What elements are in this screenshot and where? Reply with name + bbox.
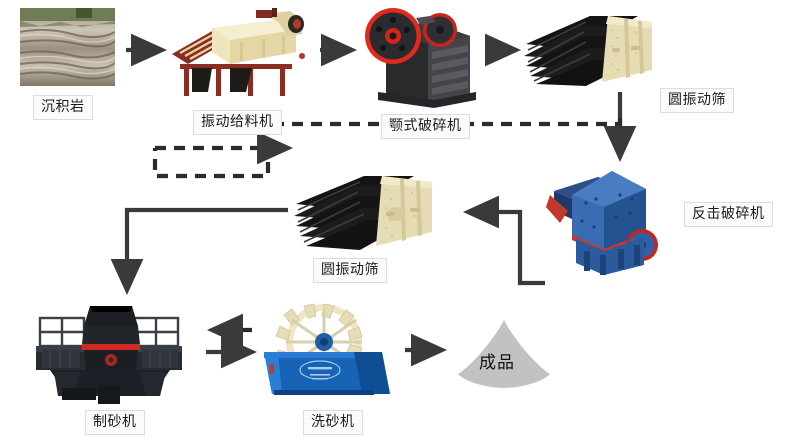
node-raw-material[interactable] xyxy=(20,8,115,86)
node-vibrating-screen-1[interactable] xyxy=(520,8,662,93)
connector-impact-to-screen2 xyxy=(462,195,545,286)
label-finished-product: 成品 xyxy=(479,353,515,373)
label-raw-material: 沉积岩 xyxy=(33,95,93,120)
node-vibrating-feeder[interactable] xyxy=(168,8,308,100)
node-sand-maker[interactable] xyxy=(28,300,190,404)
node-impact-crusher[interactable] xyxy=(542,165,674,277)
label-impact-crusher: 反击破碎机 xyxy=(684,202,773,227)
label-vibrating-screen-1: 圆振动筛 xyxy=(660,88,734,113)
label-vibrating-screen-2: 圆振动筛 xyxy=(313,258,387,283)
node-sand-washer[interactable] xyxy=(258,302,390,402)
label-jaw-crusher: 颚式破碎机 xyxy=(381,114,470,139)
node-jaw-crusher[interactable] xyxy=(358,2,480,108)
node-finished-product[interactable] xyxy=(450,318,558,390)
label-sand-maker: 制砂机 xyxy=(85,410,145,435)
label-sand-washer: 洗砂机 xyxy=(303,410,363,435)
connector-screen2-to-sandmaker xyxy=(110,207,288,296)
label-vibrating-feeder: 振动给料机 xyxy=(193,110,282,135)
node-vibrating-screen-2[interactable] xyxy=(290,168,442,256)
